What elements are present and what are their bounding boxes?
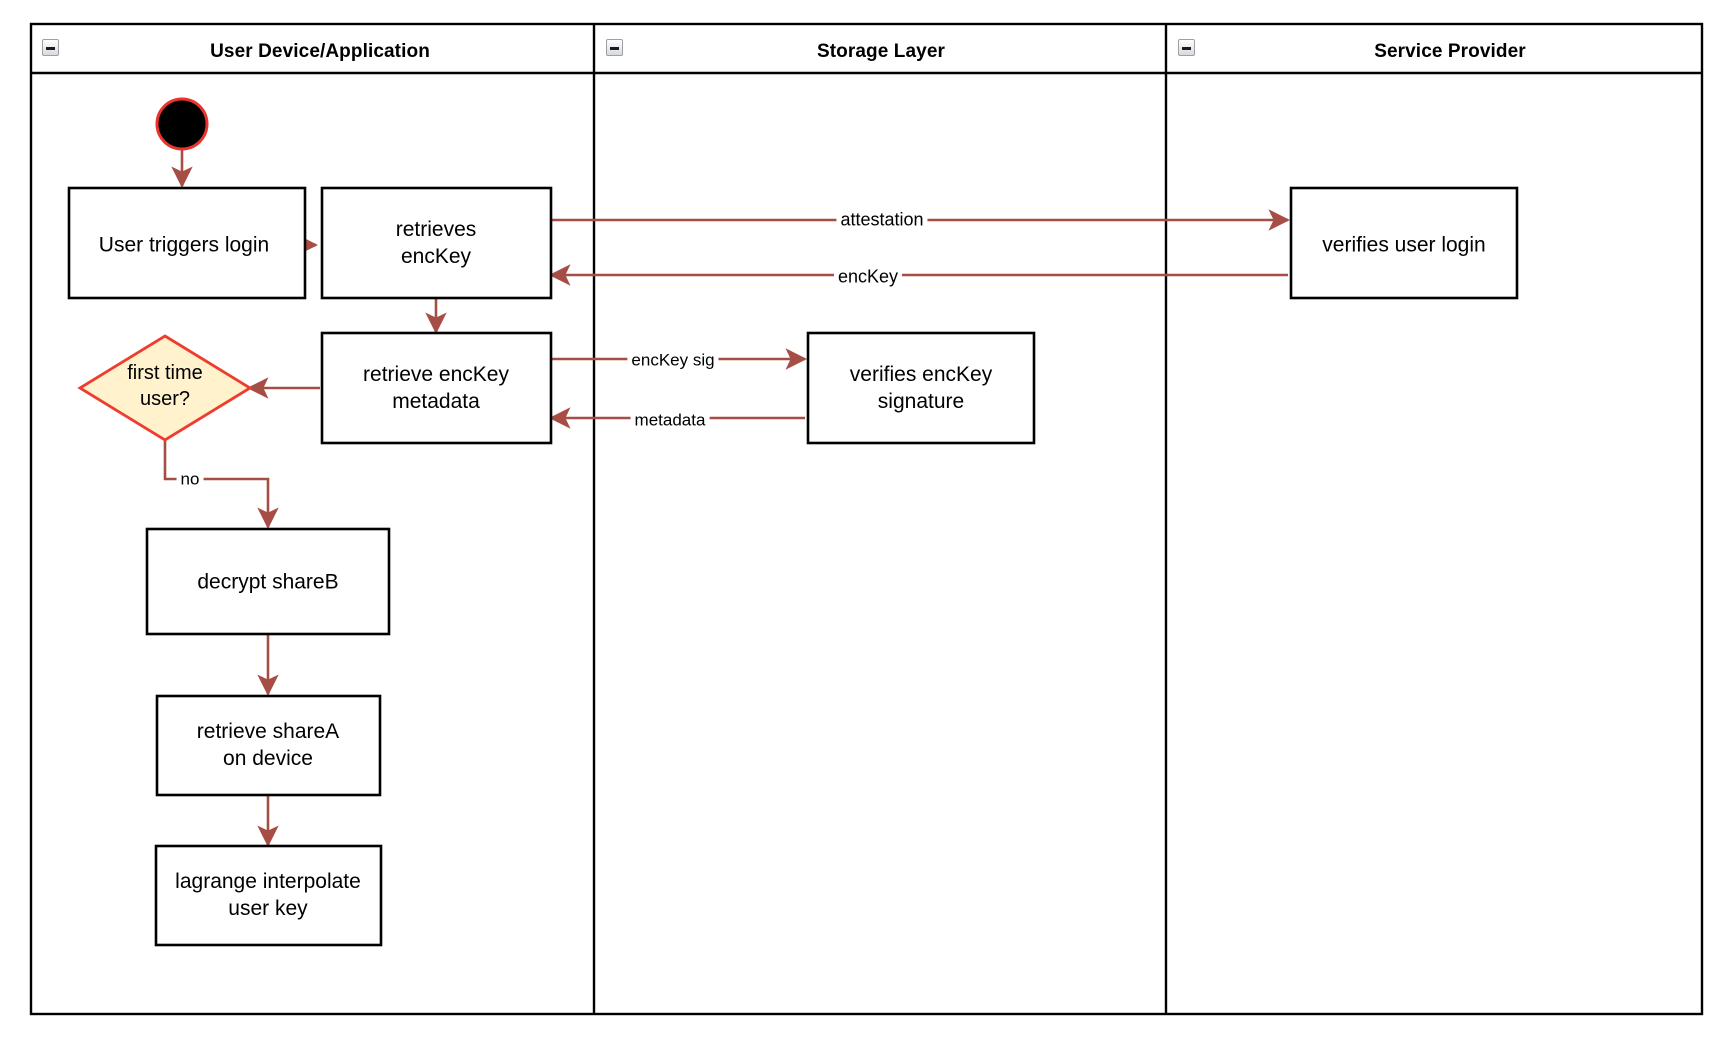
edge-decision-to-decrypt xyxy=(163,418,279,529)
nodes-layer xyxy=(67,97,1519,947)
minus-square-icon-lane-user-device[interactable] xyxy=(42,39,59,56)
node-retrieve-enckey-metadata[interactable] xyxy=(320,331,553,445)
node-decrypt-shareb[interactable] xyxy=(145,527,391,636)
node-retrieves-enckey[interactable] xyxy=(320,186,553,300)
node-first-time-user-decision[interactable] xyxy=(77,334,253,442)
minus-square-icon-lane-service-provider[interactable] xyxy=(1178,39,1195,56)
start-node[interactable] xyxy=(155,97,209,151)
node-verifies-user-login[interactable] xyxy=(1289,186,1519,300)
node-retrieve-sharea-on-device[interactable] xyxy=(155,694,382,797)
node-verifies-enckey-signature[interactable] xyxy=(806,331,1036,445)
minus-square-icon-lane-storage-layer[interactable] xyxy=(606,39,623,56)
node-lagrange-interpolate-user-key[interactable] xyxy=(154,844,383,947)
node-user-triggers-login[interactable] xyxy=(67,186,307,300)
